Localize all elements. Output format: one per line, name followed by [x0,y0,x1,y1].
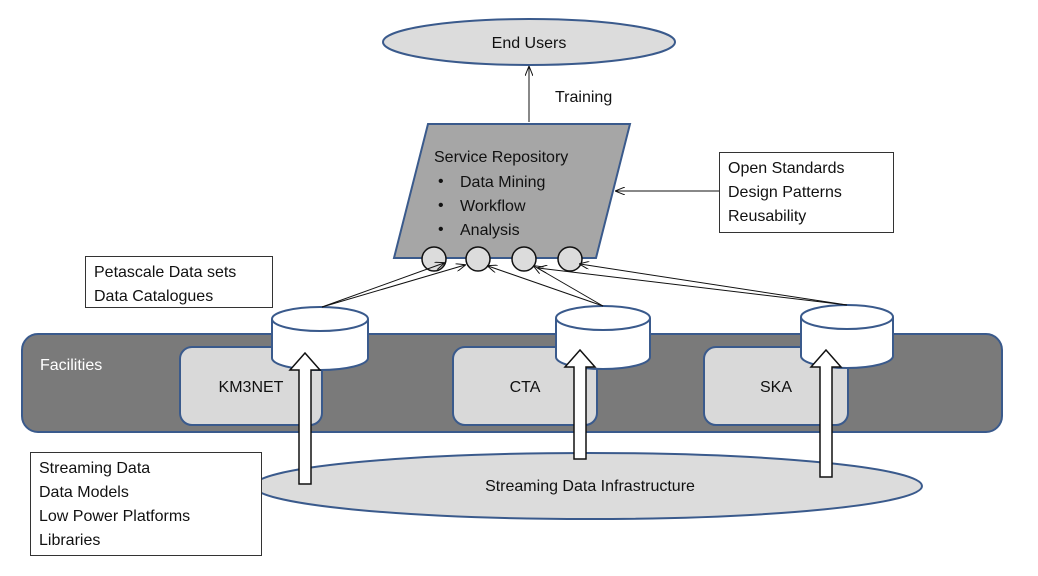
facility-box-cta [452,346,598,426]
streaming-item: Libraries [39,532,101,549]
standards-box: Open Standards Design Patterns Reusabili… [719,152,894,233]
upload-arrow [288,351,322,485]
standards-item: Reusability [728,208,807,225]
facility-label-cta: CTA [510,379,541,396]
repository-item-data-mining: Data Mining [460,174,545,191]
bullet-glyph: • [438,221,444,238]
facility-label-km3net: KM3NET [219,379,284,396]
facility-label-ska: SKA [760,379,792,396]
connector-arrow [580,264,848,306]
bullet-glyph: • [438,197,444,214]
service-port [421,246,447,272]
connector-arrow [538,268,848,306]
end-users-node [382,18,676,66]
petascale-item: Petascale Data sets [94,264,237,281]
streaming-item: Streaming Data [39,460,151,477]
standards-item: Design Patterns [728,184,842,201]
petascale-box: Petascale Data sets Data Catalogues [85,256,273,308]
upload-arrow [563,348,597,460]
standards-item: Open Standards [728,160,845,177]
facilities-label: Facilities [40,357,102,374]
streaming-item: Data Models [39,484,129,501]
service-port [511,246,537,272]
streaming-infrastructure-label: Streaming Data Infrastructure [485,478,695,495]
service-port [557,246,583,272]
repository-item-analysis: Analysis [460,222,520,239]
bullet-glyph: • [438,173,444,190]
service-port [465,246,491,272]
service-repository-node [392,123,632,259]
data-store-cylinder [271,306,369,371]
end-users-label: End Users [492,35,567,52]
petascale-item: Data Catalogues [94,288,214,305]
connector-arrow [321,263,444,308]
data-store-cylinder [800,304,894,369]
connector-arrow [488,266,604,307]
repository-title: Service Repository [434,149,568,166]
streaming-box: Streaming Data Data Models Low Power Pla… [30,452,262,556]
repository-item-workflow: Workflow [460,198,526,215]
streaming-item: Low Power Platforms [39,508,191,525]
connector-arrow [321,265,465,308]
upload-arrow [809,348,843,478]
data-store-cylinder [555,305,651,370]
training-label: Training [555,89,612,106]
